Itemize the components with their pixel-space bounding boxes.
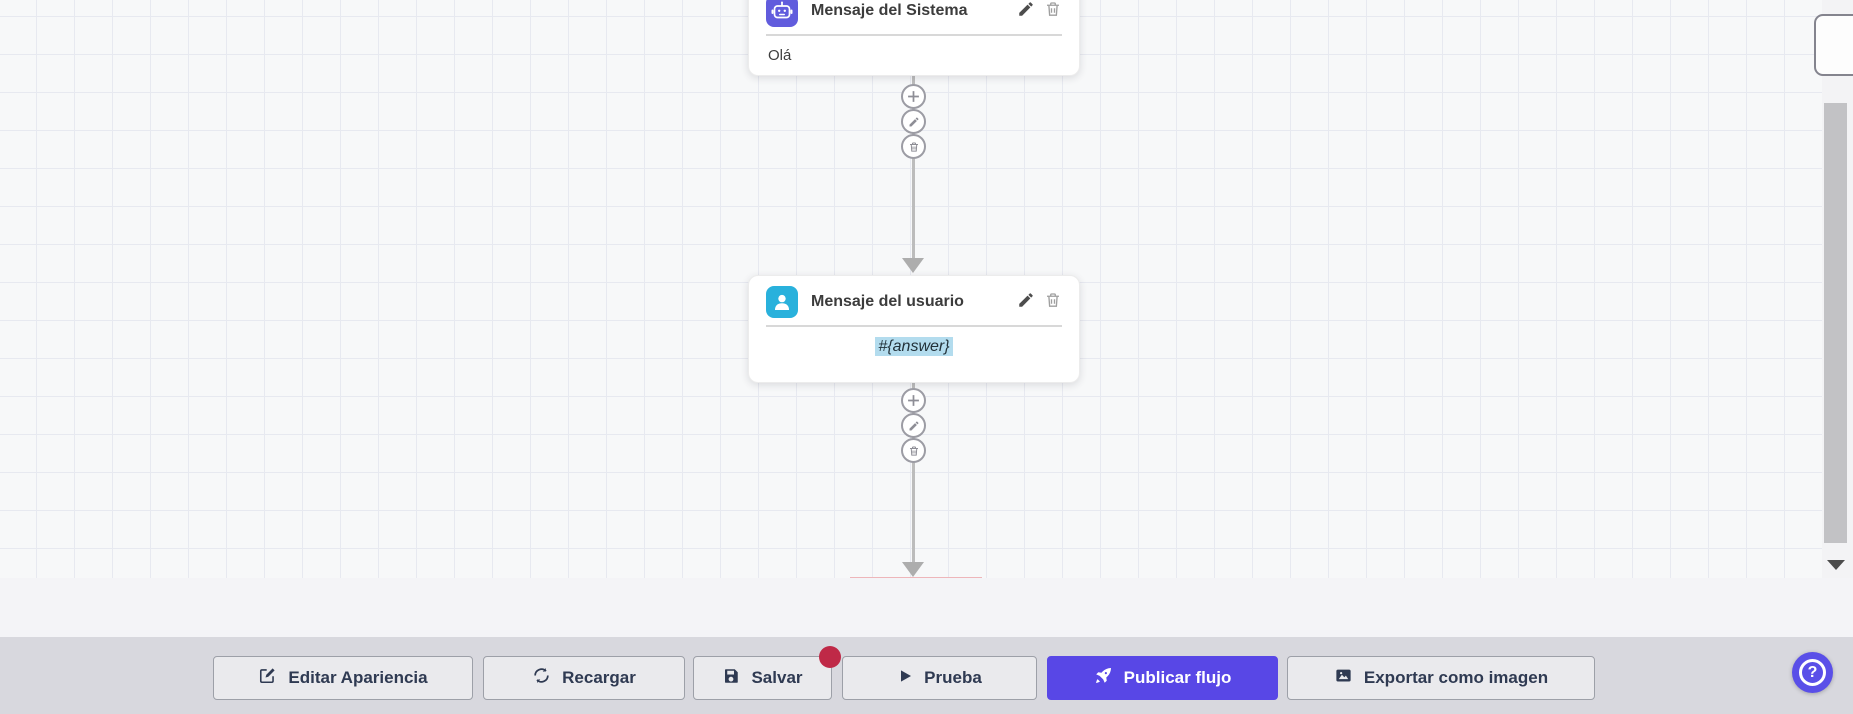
connector-line xyxy=(912,383,915,563)
node-content[interactable]: #{answer} xyxy=(749,327,1079,369)
unsaved-changes-badge xyxy=(819,646,841,668)
refresh-icon xyxy=(532,666,551,690)
bot-icon xyxy=(766,0,798,27)
test-button[interactable]: Prueba xyxy=(842,656,1037,700)
edit-connector-button[interactable] xyxy=(901,109,926,134)
button-label: Exportar como imagen xyxy=(1363,668,1549,687)
node-card-system-message[interactable]: Mensaje del Sistema Olá xyxy=(748,0,1080,76)
button-label: Publicar flujo xyxy=(1123,668,1232,687)
rocket-icon xyxy=(1094,666,1113,690)
edit-square-icon xyxy=(258,666,277,690)
connector-line xyxy=(912,76,915,260)
delete-connector-button[interactable] xyxy=(901,134,926,159)
divider xyxy=(766,325,1062,327)
button-label: Salvar xyxy=(751,668,803,687)
connector-arrowhead xyxy=(902,562,924,577)
variable-token[interactable]: #{answer} xyxy=(875,337,953,356)
button-label: Prueba xyxy=(924,668,982,687)
play-icon xyxy=(897,668,913,689)
save-icon xyxy=(722,667,740,690)
add-node-button[interactable] xyxy=(901,84,926,109)
node-card-user-message[interactable]: Mensaje del usuario #{answer} xyxy=(748,275,1080,383)
edit-node-icon[interactable] xyxy=(1017,291,1035,314)
scroll-down-arrow-icon[interactable] xyxy=(1827,560,1845,570)
edit-connector-button[interactable] xyxy=(901,413,926,438)
edit-node-icon[interactable] xyxy=(1017,0,1035,23)
export-image-button[interactable]: Exportar como imagen xyxy=(1287,656,1595,700)
delete-node-icon[interactable] xyxy=(1044,291,1062,314)
node-title: Mensaje del usuario xyxy=(811,293,964,310)
canvas-footer-band xyxy=(0,578,1853,637)
scrollbar-thumb[interactable] xyxy=(1824,103,1847,543)
edit-appearance-button[interactable]: Editar Apariencia xyxy=(213,656,473,700)
publish-flow-button[interactable]: Publicar flujo xyxy=(1047,656,1278,700)
divider xyxy=(766,34,1062,36)
question-mark-icon: ? xyxy=(1799,659,1826,686)
button-label: Editar Apariencia xyxy=(288,668,428,687)
cutoff-panel xyxy=(1814,14,1853,76)
image-icon xyxy=(1334,666,1353,690)
delete-connector-button[interactable] xyxy=(901,438,926,463)
node-content[interactable]: Olá xyxy=(768,47,792,64)
node-title: Mensaje del Sistema xyxy=(811,2,968,19)
add-node-button[interactable] xyxy=(901,388,926,413)
connector-arrowhead xyxy=(902,258,924,273)
vertical-scrollbar[interactable] xyxy=(1822,0,1853,578)
help-button[interactable]: ? xyxy=(1792,652,1833,693)
reload-button[interactable]: Recargar xyxy=(483,656,685,700)
button-label: Recargar xyxy=(562,668,636,687)
user-icon xyxy=(766,286,798,318)
save-button[interactable]: Salvar xyxy=(693,656,832,700)
delete-node-icon[interactable] xyxy=(1044,0,1062,23)
